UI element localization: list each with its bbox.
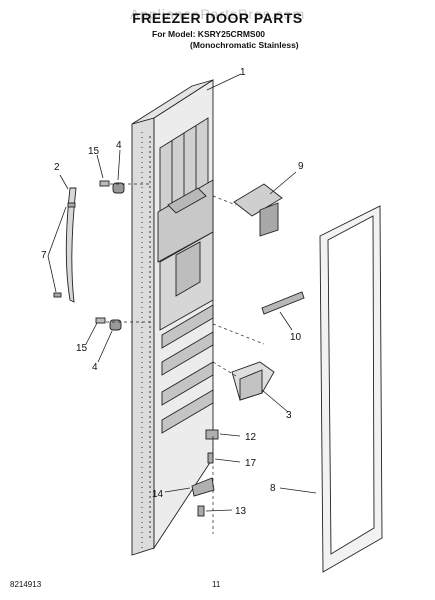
door-handle-part[interactable]	[65, 187, 77, 303]
callout-3: 3	[286, 410, 292, 421]
finish-description: (Monochromatic Stainless)	[190, 40, 299, 50]
callout-7: 7	[41, 250, 47, 261]
door-gasket-part[interactable]	[319, 205, 383, 573]
callout-17: 17	[245, 458, 257, 469]
door-bin-part[interactable]	[231, 361, 275, 401]
callout-15-lower: 15	[76, 343, 88, 354]
callout-2: 2	[54, 162, 60, 173]
model-number: For Model: KSRY25CRMS00	[152, 29, 266, 39]
callout-4-lower: 4	[92, 362, 98, 373]
bracket-screw-part[interactable]	[207, 452, 214, 464]
callout-12: 12	[245, 432, 257, 443]
watermark-text: AppliancePartsPros.com	[129, 6, 306, 22]
trim-strip-part[interactable]	[261, 291, 305, 315]
callout-15-upper: 15	[88, 146, 100, 157]
page-number: 11	[212, 580, 221, 589]
page-title: FREEZER DOOR PARTS	[132, 10, 303, 26]
lower-handle-mount-parts[interactable]	[95, 317, 122, 331]
freezer-door-part[interactable]	[131, 79, 214, 556]
hinge-part[interactable]	[191, 477, 215, 497]
callout-8: 8	[270, 483, 276, 494]
dispenser-cover-part[interactable]	[233, 183, 283, 237]
hinge-screw-part[interactable]	[197, 505, 205, 517]
upper-handle-mount-parts[interactable]	[99, 180, 125, 194]
callout-14: 14	[152, 489, 164, 500]
bracket-part[interactable]	[205, 429, 219, 440]
callout-13: 13	[235, 506, 247, 517]
callout-4-upper: 4	[116, 140, 122, 151]
document-number: 8214913	[10, 580, 42, 589]
callout-9: 9	[298, 161, 304, 172]
callout-10: 10	[290, 332, 302, 343]
handle-screws-part[interactable]	[53, 202, 76, 298]
callout-1: 1	[240, 67, 246, 78]
